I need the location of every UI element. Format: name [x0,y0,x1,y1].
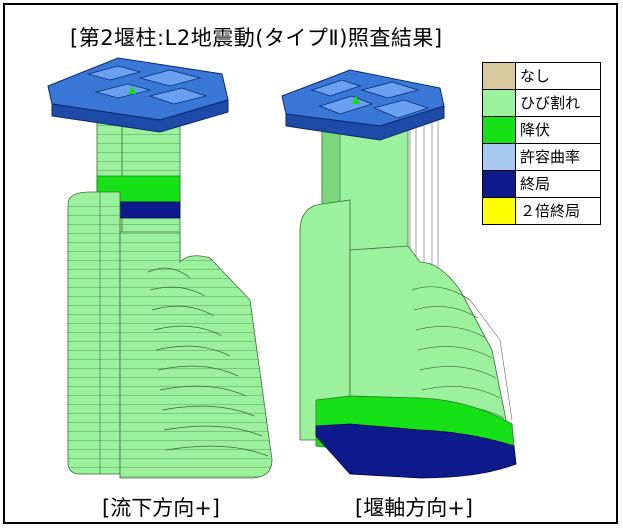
legend-item: ひび割れ [483,90,600,117]
left-pier-model [47,57,273,479]
caption-weir-axis: [堰軸方向+] [355,496,473,520]
legend-swatch [483,117,516,143]
legend-swatch [483,144,516,170]
legend-item: ２倍終局 [483,198,600,224]
right-base-front [349,245,511,441]
legend-item: なし [483,63,600,90]
legend-label: なし [520,67,551,85]
legend-swatch [483,171,516,197]
legend-swatch [483,90,516,116]
right-cap-side [285,105,445,141]
legend: なし ひび割れ 降伏 許容曲率 終局 ２倍終局 [482,62,601,225]
legend-label: 降伏 [520,121,551,139]
legend-swatch [483,198,516,224]
legend-label: 許容曲率 [520,148,581,166]
figure-title: [第2堰柱:L2地震動(タイプⅡ)照査結果] [70,26,443,50]
right-pier-model [281,69,517,479]
left-cap-side [51,99,229,133]
legend-swatch [483,63,516,89]
legend-item: 許容曲率 [483,144,600,171]
legend-item: 降伏 [483,117,600,144]
legend-item: 終局 [483,171,600,198]
legend-label: ひび割れ [520,94,581,112]
right-ultimate-band [315,423,517,479]
caption-downstream: [流下方向+] [102,496,220,520]
legend-label: ２倍終局 [520,202,581,220]
legend-label: 終局 [520,175,551,193]
